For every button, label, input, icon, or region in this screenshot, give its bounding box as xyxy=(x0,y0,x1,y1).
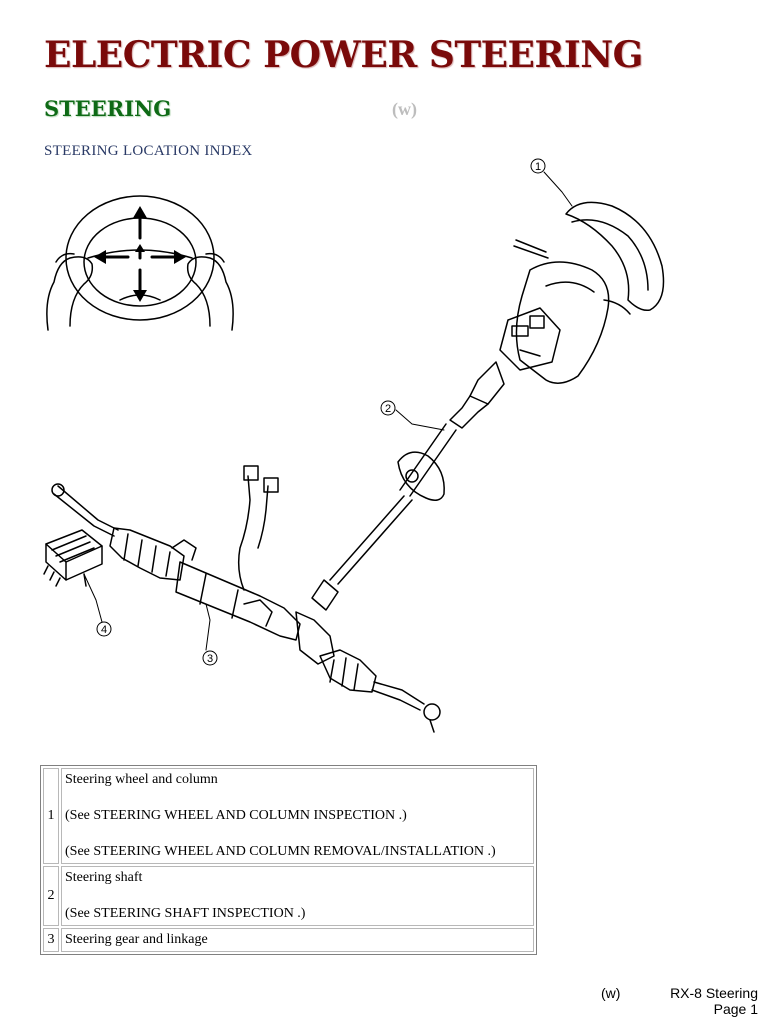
row-description: Steering shaft (See STEERING SHAFT INSPE… xyxy=(61,866,534,926)
row-description: Steering gear and linkage xyxy=(61,928,534,952)
row-description: Steering wheel and column (See STEERING … xyxy=(61,768,534,864)
eps-control-module xyxy=(43,529,103,587)
direction-arrows xyxy=(94,206,186,302)
component-name: Steering wheel and column xyxy=(65,772,218,787)
row-number: 3 xyxy=(43,928,59,952)
reference-link[interactable]: (See STEERING WHEEL AND COLUMN REMOVAL/I… xyxy=(65,844,496,859)
steering-shaft xyxy=(311,423,457,611)
callout-label: 2 xyxy=(385,403,391,415)
section-title: STEERING xyxy=(44,96,172,121)
reference-link[interactable]: (See STEERING SHAFT INSPECTION .) xyxy=(65,906,306,921)
callout-label: 1 xyxy=(535,161,541,173)
section-tag: (w) xyxy=(392,99,417,119)
steering-wheel-and-column xyxy=(449,201,665,429)
figure-callouts: 1 2 3 4 xyxy=(96,158,546,666)
callout-leaders xyxy=(83,171,573,651)
row-number: 1 xyxy=(43,768,59,864)
row-number: 2 xyxy=(43,866,59,926)
callout-label: 4 xyxy=(101,624,107,636)
location-index-title: STEERING LOCATION INDEX xyxy=(44,143,253,159)
steering-location-figure: 1 2 3 4 xyxy=(43,158,665,733)
steering-gear-and-linkage xyxy=(51,465,441,733)
table-row: 2 Steering shaft (See STEERING SHAFT INS… xyxy=(43,866,534,926)
component-name: Steering gear and linkage xyxy=(65,932,208,947)
table-row: 3 Steering gear and linkage xyxy=(43,928,534,952)
footer-doc-title: RX-8 Steering xyxy=(670,985,758,1001)
location-index-table: 1 Steering wheel and column (See STEERIN… xyxy=(40,765,537,955)
footer-tag: (w) xyxy=(601,985,621,1001)
footer-page-number: Page 1 xyxy=(713,1001,758,1017)
table-row: 1 Steering wheel and column (See STEERIN… xyxy=(43,768,534,864)
document-title: ELECTRIC POWER STEERING xyxy=(44,34,643,76)
callout-label: 3 xyxy=(207,653,213,665)
reference-link[interactable]: (See STEERING WHEEL AND COLUMN INSPECTIO… xyxy=(65,808,407,823)
component-name: Steering shaft xyxy=(65,870,143,885)
